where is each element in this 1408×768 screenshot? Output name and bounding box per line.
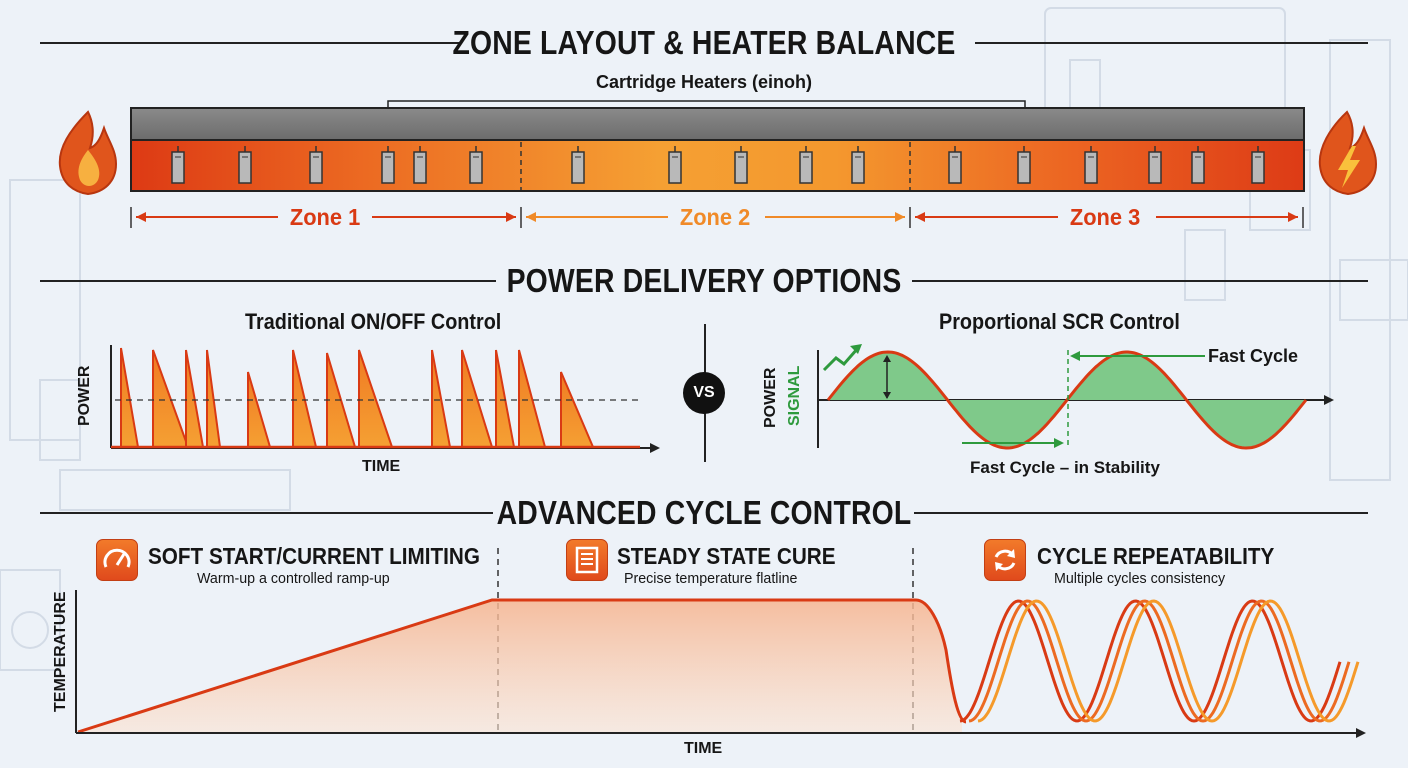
section-title-cycle-control: ADVANCED CYCLE CONTROL (496, 494, 912, 531)
cartridge-heater (309, 146, 323, 184)
scr-chart-title: Proportional SCR Control (939, 309, 1180, 334)
cycle-repeatability-subtitle: Multiple cycles consistency (1054, 570, 1226, 587)
temperature-cycle-wave (968, 599, 1351, 723)
temperature-x-axis-label: TIME (684, 740, 723, 757)
fast-cycle-stability-annotation: Fast Cycle – in Stability (970, 458, 1160, 477)
zone-3-label: Zone 3 (1069, 204, 1141, 230)
soft-start-subtitle: Warm-up a controlled ramp-up (197, 570, 390, 587)
cartridge-heater (1084, 146, 1098, 184)
cartridge-heater (469, 146, 483, 184)
zone-1-label: Zone 1 (289, 204, 361, 230)
steady-state-title: STEADY STATE CURE (617, 543, 836, 569)
fast-cycle-annotation: Fast Cycle (1208, 346, 1299, 366)
cartridge-heater (381, 146, 395, 184)
heater-label: Cartridge Heaters (einoh) (595, 72, 813, 92)
temperature-y-axis-label: TEMPERATURE (52, 591, 69, 712)
cartridge-heater (1251, 146, 1265, 184)
cartridge-heater (799, 146, 813, 184)
cartridge-heater (734, 146, 748, 184)
cartridge-heater (1191, 146, 1205, 184)
cartridge-heater (948, 146, 962, 184)
gauge-icon (96, 539, 138, 581)
soft-start-title: SOFT START/CURRENT LIMITING (148, 543, 480, 569)
onoff-chart-title: Traditional ON/OFF Control (245, 309, 502, 334)
vs-badge: VS (683, 372, 725, 414)
section-title-power-delivery: POWER DELIVERY OPTIONS (506, 262, 902, 299)
temperature-cycle-wave (977, 599, 1360, 723)
list-icon (566, 539, 608, 581)
cartridge-heater (1148, 146, 1162, 184)
onoff-x-axis-label: TIME (362, 458, 401, 475)
refresh-icon (984, 539, 1026, 581)
cartridge-heater (171, 146, 185, 184)
steady-state-subtitle: Precise temperature flatline (624, 570, 798, 587)
cartridge-heater (1017, 146, 1031, 184)
cartridge-heater (851, 146, 865, 184)
cartridge-heater (668, 146, 682, 184)
cartridge-heater (238, 146, 252, 184)
section-title-zone-layout: ZONE LAYOUT & HEATER BALANCE (452, 24, 956, 61)
temperature-cycle-wave (959, 599, 1342, 723)
cartridge-heater (571, 146, 585, 184)
zone-2-label: Zone 2 (679, 204, 751, 230)
cycle-repeatability-title: CYCLE REPEATABILITY (1037, 543, 1275, 569)
cartridge-heater (413, 146, 427, 184)
